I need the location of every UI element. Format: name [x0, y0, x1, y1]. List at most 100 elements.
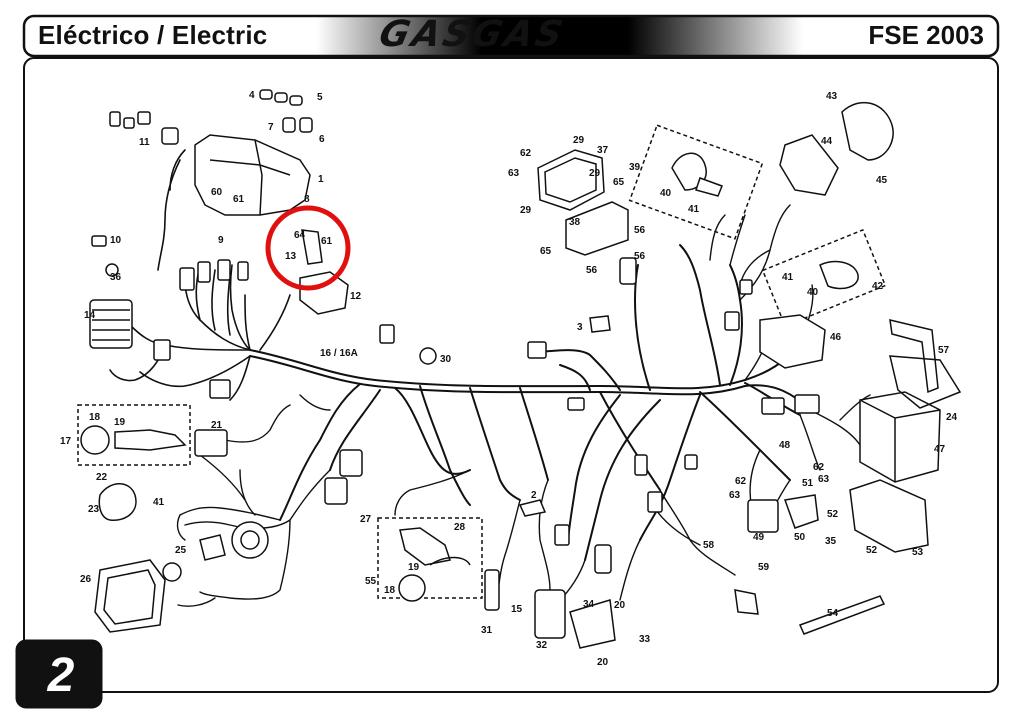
- callout: 19: [114, 417, 126, 428]
- callout: 20: [597, 657, 609, 668]
- ignition-coil: [484, 569, 500, 611]
- callout: 56: [634, 251, 646, 262]
- ignition-wiring: [394, 469, 736, 601]
- callout: 29: [589, 168, 601, 179]
- callout: 40: [807, 287, 819, 298]
- lower-left-wires: [176, 394, 331, 607]
- callout: 36: [110, 272, 122, 283]
- relay: [299, 271, 349, 315]
- callout: 54: [827, 608, 839, 619]
- tail-lens-44: [779, 134, 839, 196]
- brand-logo: GASGAS: [375, 14, 570, 55]
- horn-23: [98, 483, 137, 521]
- model-label: FSE 2003: [868, 20, 984, 50]
- callout: 19: [408, 562, 420, 573]
- callout: 45: [876, 175, 888, 186]
- callout: 58: [703, 540, 715, 551]
- callout: 41: [782, 272, 794, 283]
- callout: 63: [729, 490, 741, 501]
- callout: 18: [89, 412, 101, 423]
- callout: 9: [218, 235, 224, 246]
- page-number-tab: [15, 639, 103, 709]
- callout: 17: [60, 436, 72, 447]
- callout: 27: [360, 514, 372, 525]
- callout: 20: [614, 600, 626, 611]
- callout: 62: [735, 476, 747, 487]
- bulb-caps: [259, 89, 313, 133]
- callout: 61: [233, 194, 245, 205]
- callout: 5: [317, 92, 323, 103]
- callout: 10: [110, 235, 122, 246]
- callout: 23: [88, 504, 100, 515]
- callout: 59: [758, 562, 770, 573]
- callout: 13: [285, 251, 297, 262]
- strap-54: [798, 595, 886, 635]
- callout: 24: [946, 412, 958, 423]
- horn-21: [194, 429, 228, 457]
- callout: 47: [934, 444, 946, 455]
- callout: 14: [84, 310, 96, 321]
- callout: 65: [540, 246, 552, 257]
- callout: 56: [586, 265, 598, 276]
- callout: 50: [794, 532, 806, 543]
- page-border: [23, 57, 999, 693]
- callout: 12: [350, 291, 362, 302]
- fuse-box: [759, 314, 826, 369]
- control-unit: [537, 149, 605, 211]
- front-lamp-box: [77, 404, 191, 466]
- callout: 55: [365, 576, 377, 587]
- callout-labels: 1 2 3 4 5 6 7 8 9 10 11 12 13 14 15 16 /…: [60, 90, 958, 668]
- callout: 42: [872, 281, 884, 292]
- highlight-circle: [265, 205, 351, 291]
- battery-strap: [889, 319, 939, 394]
- callout: 21: [211, 420, 223, 431]
- battery-box: [849, 479, 929, 553]
- header-band: [22, 14, 1000, 58]
- cdi-unit: [534, 589, 566, 639]
- callout: 2: [531, 490, 537, 501]
- callout: 57: [938, 345, 950, 356]
- callout: 37: [597, 145, 609, 156]
- callout: 62: [520, 148, 532, 159]
- callout: 44: [821, 136, 833, 147]
- main-harness: [249, 244, 811, 561]
- right-wiring: [709, 204, 871, 516]
- callout: 35: [825, 536, 837, 547]
- callout: 46: [830, 332, 842, 343]
- callout: 61: [321, 236, 333, 247]
- components: [77, 89, 962, 649]
- callout: 63: [818, 474, 830, 485]
- callout: 18: [384, 585, 396, 596]
- callout: 32: [536, 640, 548, 651]
- switch-parts: [109, 111, 179, 145]
- callout: 29: [520, 205, 532, 216]
- turn-signal-box-front: [628, 124, 764, 240]
- callout: 52: [866, 545, 878, 556]
- callout: 65: [613, 177, 625, 188]
- callout: 41: [153, 497, 165, 508]
- callout: 34: [583, 599, 595, 610]
- callout: 38: [569, 217, 581, 228]
- callout: 30: [440, 354, 452, 365]
- callout: 16 / 16A: [320, 348, 358, 359]
- callout: 28: [454, 522, 466, 533]
- tail-light-43: [841, 101, 894, 161]
- callout: 1: [318, 174, 324, 185]
- page-number: 2: [47, 649, 75, 702]
- callout: 40: [660, 188, 672, 199]
- callout: 48: [779, 440, 791, 451]
- callout: 15: [511, 604, 523, 615]
- callout: 63: [508, 168, 520, 179]
- callout: 64: [294, 230, 306, 241]
- callout: 22: [96, 472, 108, 483]
- battery: [859, 391, 941, 483]
- callout: 31: [481, 625, 493, 636]
- callout: 41: [688, 204, 700, 215]
- page-title: Eléctrico / Electric: [38, 20, 268, 50]
- mount-plate: [565, 201, 629, 256]
- callout: 43: [826, 91, 838, 102]
- callout: 51: [802, 478, 814, 489]
- bracket: [301, 229, 323, 265]
- callout: 3: [577, 322, 583, 333]
